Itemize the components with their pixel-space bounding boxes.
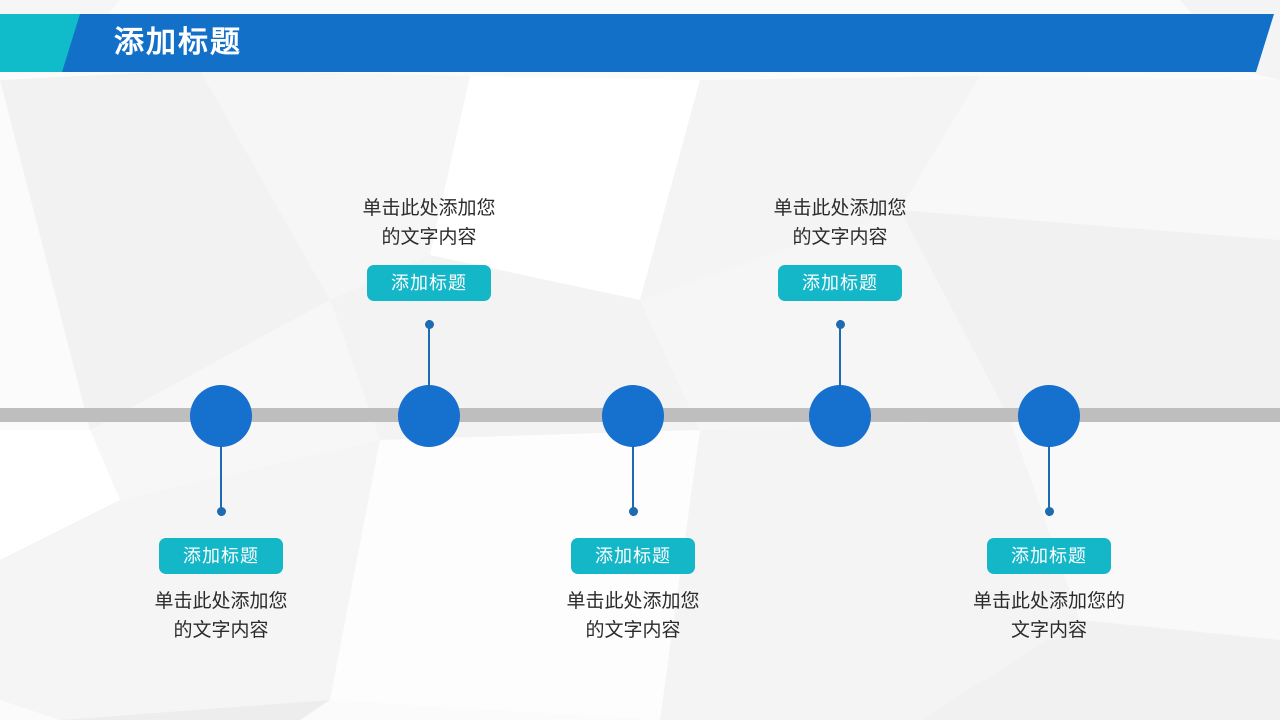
- timeline-button-5[interactable]: 添加标题: [987, 538, 1111, 574]
- timeline-callout-1: 添加标题 单击此处添加您 的文字内容: [106, 538, 336, 645]
- timeline-callout-5: 添加标题 单击此处添加您的 文字内容: [934, 538, 1164, 645]
- timeline-callout-3: 添加标题 单击此处添加您 的文字内容: [518, 538, 748, 645]
- timeline-button-3[interactable]: 添加标题: [571, 538, 695, 574]
- header-bar-group: 添加标题: [0, 14, 1280, 72]
- timeline-node-3[interactable]: [602, 385, 664, 447]
- timeline-description-2: 单击此处添加您 的文字内容: [362, 198, 496, 248]
- connector-dot-icon: [1044, 507, 1054, 516]
- timeline-connector-5: [1044, 446, 1054, 516]
- connector-dot-icon: [216, 507, 226, 516]
- timeline-description-3: 单击此处添加您 的文字内容: [566, 591, 700, 641]
- timeline-button-4[interactable]: 添加标题: [778, 265, 902, 301]
- timeline-callout-4: 单击此处添加您 的文字内容 添加标题: [725, 194, 955, 301]
- timeline-connector-1: [216, 446, 226, 516]
- timeline-connector-3: [628, 446, 638, 516]
- timeline-button-2[interactable]: 添加标题: [367, 265, 491, 301]
- connector-dot-icon: [835, 320, 845, 329]
- timeline-node-1[interactable]: [190, 385, 252, 447]
- timeline-button-1[interactable]: 添加标题: [159, 538, 283, 574]
- timeline-callout-2: 单击此处添加您 的文字内容 添加标题: [314, 194, 544, 301]
- connector-dot-icon: [424, 320, 434, 329]
- timeline-node-4[interactable]: [809, 385, 871, 447]
- page-title: 添加标题: [114, 26, 242, 59]
- header-banner: [62, 14, 1274, 72]
- timeline-node-2[interactable]: [398, 385, 460, 447]
- timeline-connector-4: [835, 320, 845, 390]
- timeline-node-5[interactable]: [1018, 385, 1080, 447]
- timeline-description-4: 单击此处添加您 的文字内容: [773, 198, 907, 248]
- timeline-description-5: 单击此处添加您的 文字内容: [972, 591, 1125, 641]
- timeline-description-1: 单击此处添加您 的文字内容: [154, 591, 288, 641]
- timeline-connector-2: [424, 320, 434, 390]
- connector-dot-icon: [628, 507, 638, 516]
